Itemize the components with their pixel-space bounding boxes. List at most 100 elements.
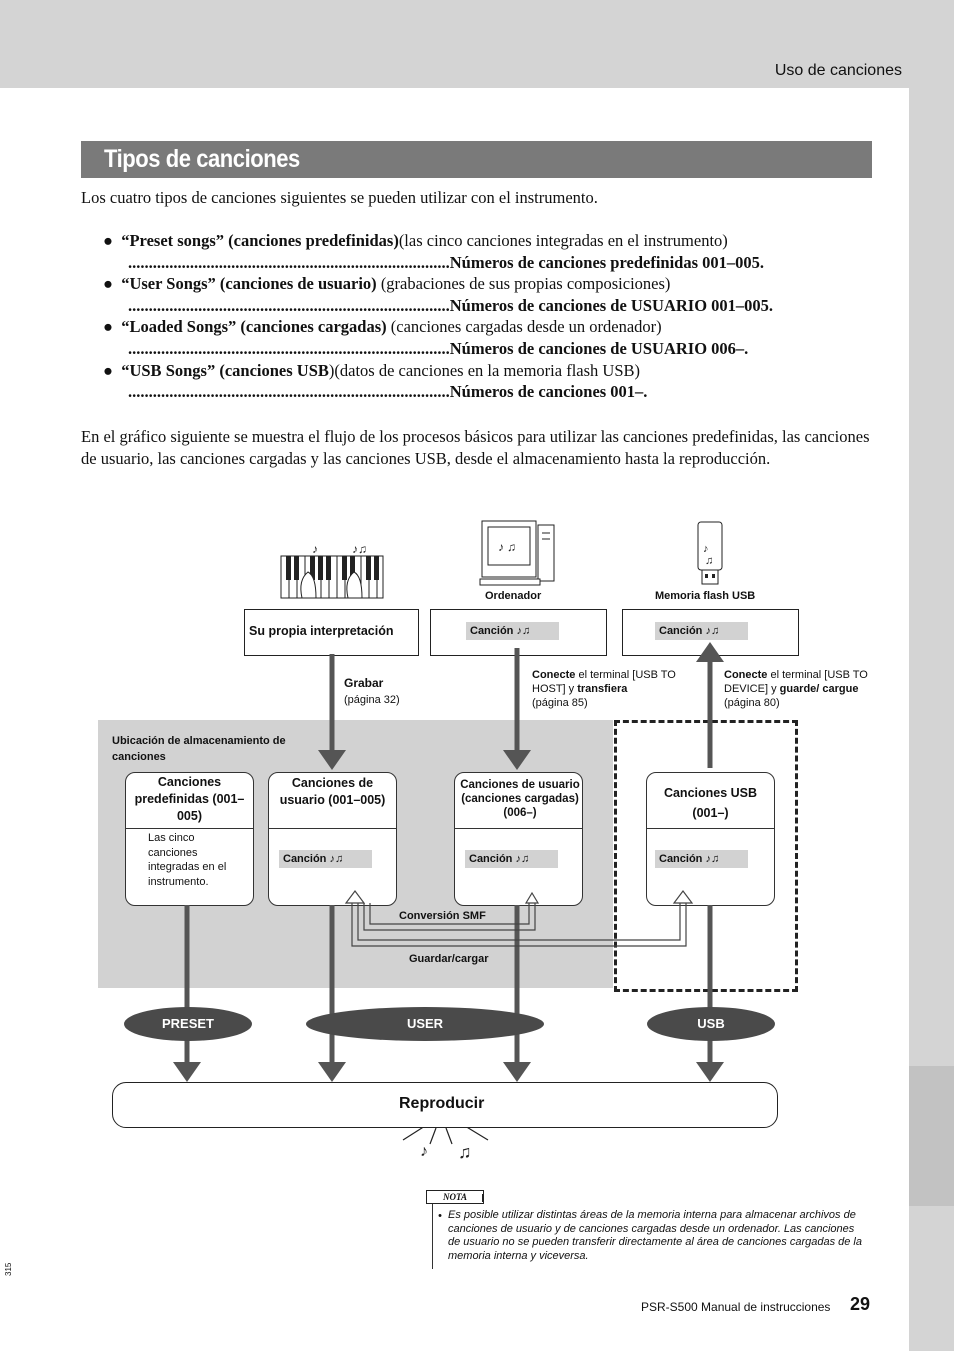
leader-dots: ........................................… [128, 253, 450, 272]
bullet-dot: ● [103, 361, 113, 380]
note-bold: transfiera [577, 683, 628, 695]
leader-dots: ........................................… [128, 296, 450, 315]
usb-stick-icon: ♪♫ [697, 521, 723, 585]
note-rule [432, 1191, 433, 1269]
playback-label: Reproducir [399, 1095, 485, 1112]
note-bold: Conecte [532, 669, 576, 681]
bullet-user: ● “User Songs” (canciones de usuario) (g… [103, 274, 670, 294]
bullet-numbers-usb: ........................................… [128, 382, 647, 402]
bullet-loaded: ● “Loaded Songs” (canciones cargadas) (c… [103, 317, 662, 337]
music-notes-icon: ♫ [458, 1142, 472, 1162]
note-page: (página 85) [532, 697, 588, 709]
usb-oval: USB [647, 1007, 775, 1041]
footer-manual: PSR-S500 Manual de instrucciones [641, 1300, 831, 1314]
song-chip: Canción ♪♫ [465, 850, 558, 868]
bullet-numbers: Números de canciones de USUARIO 006–. [449, 339, 749, 358]
usb-stick-label: Memoria flash USB [655, 590, 756, 602]
preset-songs-box: Canciones predefinidas (001–005) Las cin… [125, 772, 254, 906]
title-bar [81, 141, 872, 178]
leader-dots: ........................................… [128, 339, 450, 358]
bullet-preset: ● “Preset songs” (canciones predefinidas… [103, 231, 728, 251]
bullet-dot: ● [103, 317, 113, 336]
note-tag: NOTA [426, 1190, 484, 1204]
note-page: (página 80) [724, 697, 780, 709]
song-chip: Canción ♪♫ [279, 850, 372, 868]
user-songs-box: Canciones de usuario (001–005) Canción ♪… [268, 772, 397, 906]
song-chip-label: Canción [470, 625, 514, 637]
song-chip: Canción ♪♫ [655, 850, 748, 868]
svg-text:♪♫: ♪♫ [352, 542, 367, 556]
music-notes-icon: ♪♫ [329, 853, 344, 865]
save-load-label: Guardar/cargar [409, 953, 489, 965]
section-header: Uso de canciones [774, 62, 902, 79]
connect-device-note: Conecte el terminal [USB TO DEVICE] y gu… [724, 668, 869, 710]
note-bold: Conecte [724, 669, 768, 681]
svg-text:♪: ♪ [703, 543, 709, 555]
song-chip: Canción ♪♫ [466, 622, 559, 640]
usb-songs-box: Canciones USB (001–) Canción ♪♫ [646, 772, 775, 906]
flow-paragraph: En el gráfico siguiente se muestra el fl… [81, 427, 870, 468]
note-tag-tail [482, 1194, 483, 1202]
bullet-numbers-loaded: ........................................… [128, 339, 748, 359]
note-text: el terminal [USB TO DEVICE] y [724, 669, 868, 695]
bullet-bold: “Loaded Songs” (canciones cargadas) [121, 317, 387, 336]
bullet-usb: ● “USB Songs” (canciones USB)(datos de c… [103, 361, 640, 381]
note-bold: guarde/ cargue [779, 683, 859, 695]
storage-label: Ubicación de almacenamiento de canciones [112, 735, 286, 763]
music-notes-icon: ♪♫ [515, 853, 530, 865]
computer-icon: ♪ ♫ [479, 520, 555, 586]
bullet-normal: (canciones cargadas desde un ordenador) [386, 317, 662, 336]
preset-box-desc: Las cinco canciones integradas en el ins… [148, 832, 227, 888]
record-page: (página 32) [344, 694, 400, 706]
song-chip-label: Canción [659, 625, 703, 637]
usb-box-title: Canciones USB (001–) [663, 786, 758, 820]
bullet-normal: )(datos de canciones en la memoria flash… [328, 361, 640, 380]
bullet-dot: ● [103, 274, 113, 293]
record-label: Grabar [344, 676, 384, 690]
bullet-normal: (grabaciones de sus propias composicione… [376, 274, 671, 293]
svg-text:♪ ♫: ♪ ♫ [498, 540, 516, 554]
bullet-numbers: Números de canciones predefinidas 001–00… [449, 253, 765, 272]
page-number: 29 [850, 1294, 871, 1314]
top-band [0, 0, 954, 88]
note-bullet: • [438, 1210, 442, 1222]
svg-text:♫: ♫ [705, 555, 713, 567]
user-oval: USER [306, 1007, 544, 1041]
music-notes-icon: ♪♫ [705, 853, 720, 865]
song-chip-label: Canción [283, 853, 327, 865]
bullet-numbers-preset: ........................................… [128, 253, 764, 273]
usb-area [614, 720, 798, 992]
loaded-songs-box: Canciones de usuario (canciones cargadas… [454, 772, 583, 906]
page-title: Tipos de canciones [104, 145, 300, 173]
bullet-numbers: Números de canciones 001–. [449, 382, 648, 401]
side-code: 315 [4, 1262, 13, 1276]
bullet-bold: “User Songs” (canciones de usuario) [121, 274, 377, 293]
music-note-icon: ♪ [420, 1143, 428, 1160]
side-tab [909, 1066, 954, 1206]
note-text: Es posible utilizar distintas áreas de l… [448, 1209, 862, 1262]
playback-box: Reproducir [112, 1082, 778, 1128]
music-notes-icon: ♪♫ [705, 625, 720, 637]
bullet-numbers: Números de canciones de USUARIO 001–005. [449, 296, 774, 315]
bullet-bold: “USB Songs” (canciones USB [121, 361, 329, 380]
user-box-title: Canciones de usuario (001–005) [279, 776, 386, 807]
preset-oval: PRESET [124, 1007, 252, 1041]
song-chip-label: Canción [659, 853, 703, 865]
svg-text:♪: ♪ [312, 542, 318, 556]
note-text: el terminal [USB TO HOST] y [532, 669, 676, 695]
bullet-dot: ● [103, 231, 113, 250]
keyboard-icon: ♪ ♪♫ [280, 542, 384, 599]
connect-host-note: Conecte el terminal [USB TO HOST] y tran… [532, 668, 677, 710]
performance-box: Su propia interpretación [244, 609, 419, 656]
song-chip-label: Canción [469, 853, 513, 865]
performance-label: Su propia interpretación [249, 624, 394, 638]
bullet-numbers-user: ........................................… [128, 296, 773, 316]
bullet-bold: “Preset songs” (canciones predefinidas) [121, 231, 399, 250]
computer-label: Ordenador [485, 590, 542, 602]
smf-conversion-label: Conversión SMF [399, 910, 486, 922]
loaded-box-title: Canciones de usuario (canciones cargadas… [460, 779, 580, 819]
song-chip: Canción ♪♫ [655, 622, 748, 640]
preset-box-title: Canciones predefinidas (001–005) [134, 775, 245, 823]
intro-text: Los cuatro tipos de canciones siguientes… [81, 188, 598, 207]
